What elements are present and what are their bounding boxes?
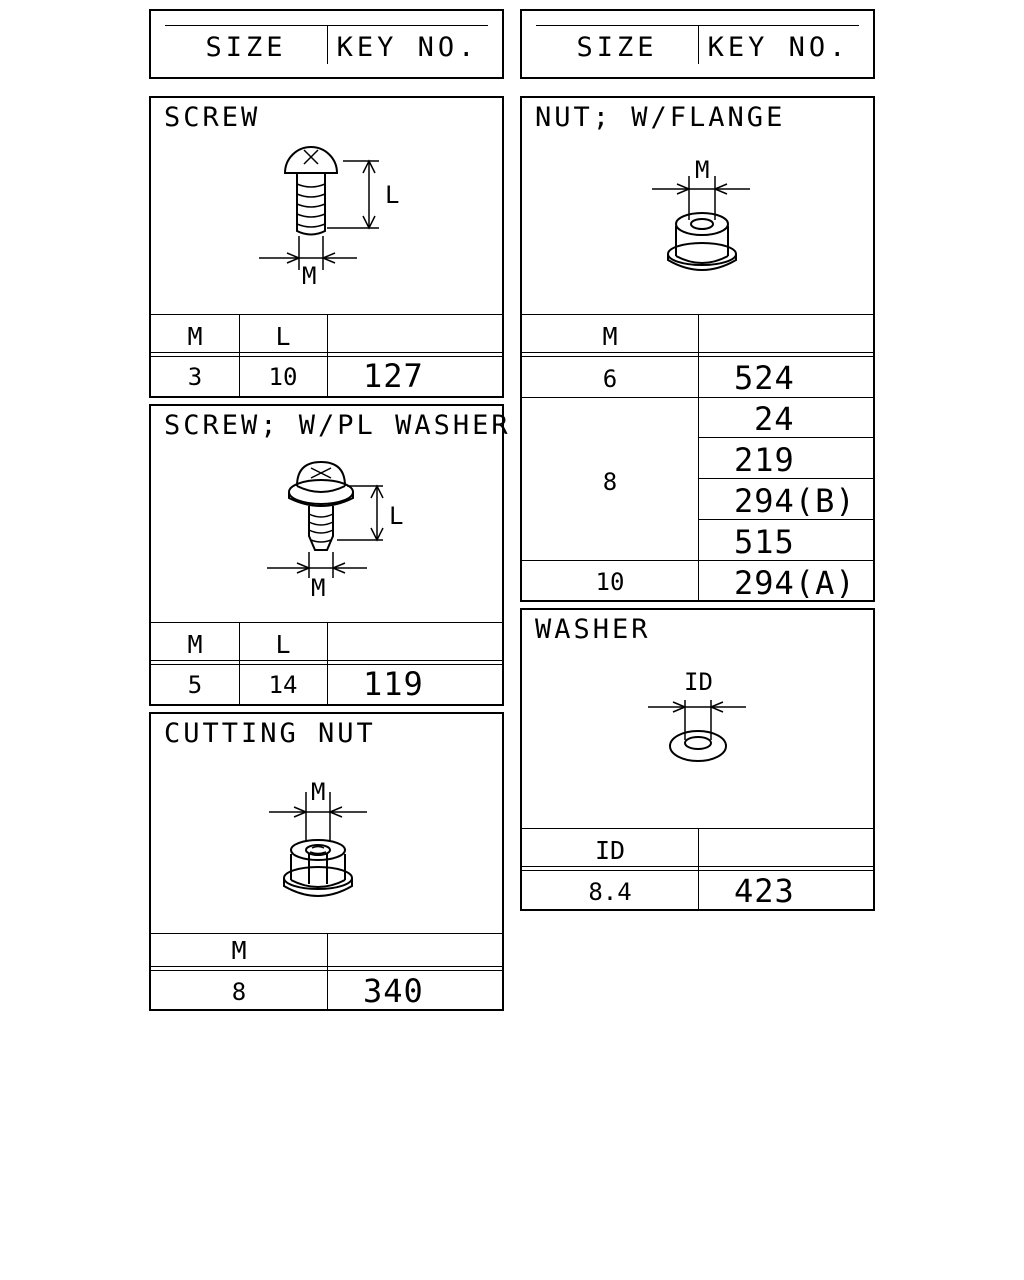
col-m-header: M (187, 630, 203, 659)
part-title: CUTTING NUT (164, 718, 376, 749)
screw-drawing: L M (259, 146, 399, 290)
key-no-value: 515 (734, 523, 795, 561)
part-title: NUT; W/FLANGE (535, 102, 786, 133)
key-no-column-label: KEY NO. (336, 32, 479, 63)
col-m-header: M (187, 322, 203, 351)
table-row-l: 14 (268, 671, 298, 699)
key-no-value: 219 (734, 441, 795, 479)
key-no-value: 524 (734, 359, 795, 397)
part-title: SCREW; W/PL WASHER (164, 410, 511, 441)
key-no-column-label: KEY NO. (707, 32, 850, 63)
dim-id-label: ID (684, 668, 713, 696)
washer-panel: WASHER ID ID 8.4 423 (520, 608, 875, 911)
size-header-left: SIZE KEY NO. (149, 9, 504, 79)
col-m-header: M (231, 936, 247, 965)
nut-flange-panel: NUT; W/FLANGE M M 6 524 8 24 219 294(B) … (520, 96, 875, 602)
key-no-value: 24 (754, 400, 795, 438)
screw-pl-washer-drawing: L M (267, 460, 403, 602)
table-row-id: 8.4 (588, 878, 632, 906)
size-column-label: SIZE (205, 32, 287, 63)
table-row-m: 6 (602, 365, 618, 393)
table-row-m: 5 (187, 671, 203, 699)
key-no-value: 423 (734, 872, 795, 910)
part-title: WASHER (535, 614, 651, 645)
dim-m-label: M (311, 778, 325, 806)
col-id-header: ID (594, 836, 626, 865)
dim-m-label: M (302, 262, 316, 290)
cutting-nut-panel: CUTTING NUT M M 8 340 (149, 712, 504, 1011)
screw-pl-washer-panel: SCREW; W/PL WASHER L M M L 5 14 119 (149, 404, 508, 706)
key-no-value: 294(B) (734, 482, 856, 520)
table-row-m: 8 (602, 468, 618, 496)
table-row-m: 10 (595, 568, 625, 596)
col-l-header: L (275, 322, 291, 351)
size-column-label: SIZE (576, 32, 658, 63)
table-row-l: 10 (268, 363, 298, 391)
screw-panel: SCREW L M M L 3 10 127 (149, 96, 504, 398)
part-title: SCREW (164, 102, 261, 133)
size-header-right: SIZE KEY NO. (520, 9, 875, 79)
col-l-header: L (275, 630, 291, 659)
washer-drawing: ID (648, 668, 746, 762)
key-no-value: 340 (363, 972, 424, 1010)
nut-flange-drawing: M (652, 156, 750, 271)
col-m-header: M (602, 322, 618, 351)
dim-l-label: L (389, 502, 403, 530)
dim-m-label: M (695, 156, 709, 184)
table-row-m: 3 (187, 363, 203, 391)
dim-m-label: M (311, 574, 325, 602)
dim-l-label: L (385, 181, 399, 209)
key-no-value: 119 (363, 665, 424, 703)
key-no-value: 127 (363, 357, 424, 395)
key-no-value: 294(A) (734, 564, 856, 602)
cutting-nut-drawing: M (269, 778, 367, 897)
table-row-m: 8 (231, 978, 247, 1006)
